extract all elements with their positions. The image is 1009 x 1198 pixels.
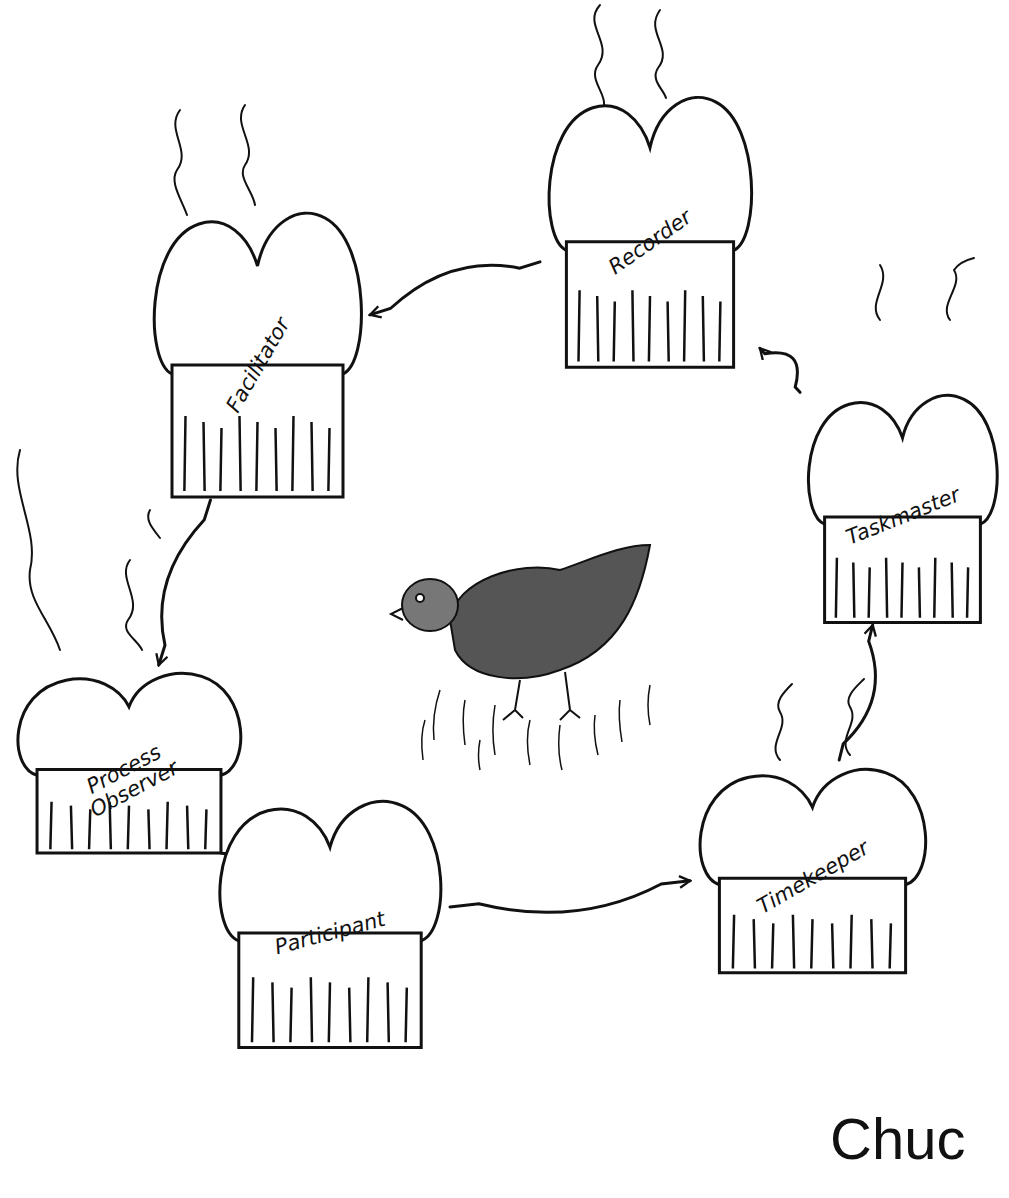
cycle-arrow [370, 262, 540, 315]
signature-text: Chuc [830, 1105, 965, 1172]
cycle-arrow [450, 881, 690, 913]
cycle-arrow [760, 348, 800, 392]
chef-hat-node: Taskmaster [800, 385, 1005, 625]
chef-hat-node: Timekeeper [690, 760, 935, 975]
cycle-arrow [839, 625, 875, 760]
cycle-arrow [159, 500, 211, 665]
chef-hat-node: Recorder [540, 85, 760, 370]
chef-hat-node: Facilitator [145, 200, 370, 500]
chef-hat-node: Process Observer [8, 665, 250, 855]
chef-hat-node: Participant [210, 790, 450, 1050]
bird-drawing [391, 545, 650, 770]
chef-hat-outline [210, 790, 450, 1050]
